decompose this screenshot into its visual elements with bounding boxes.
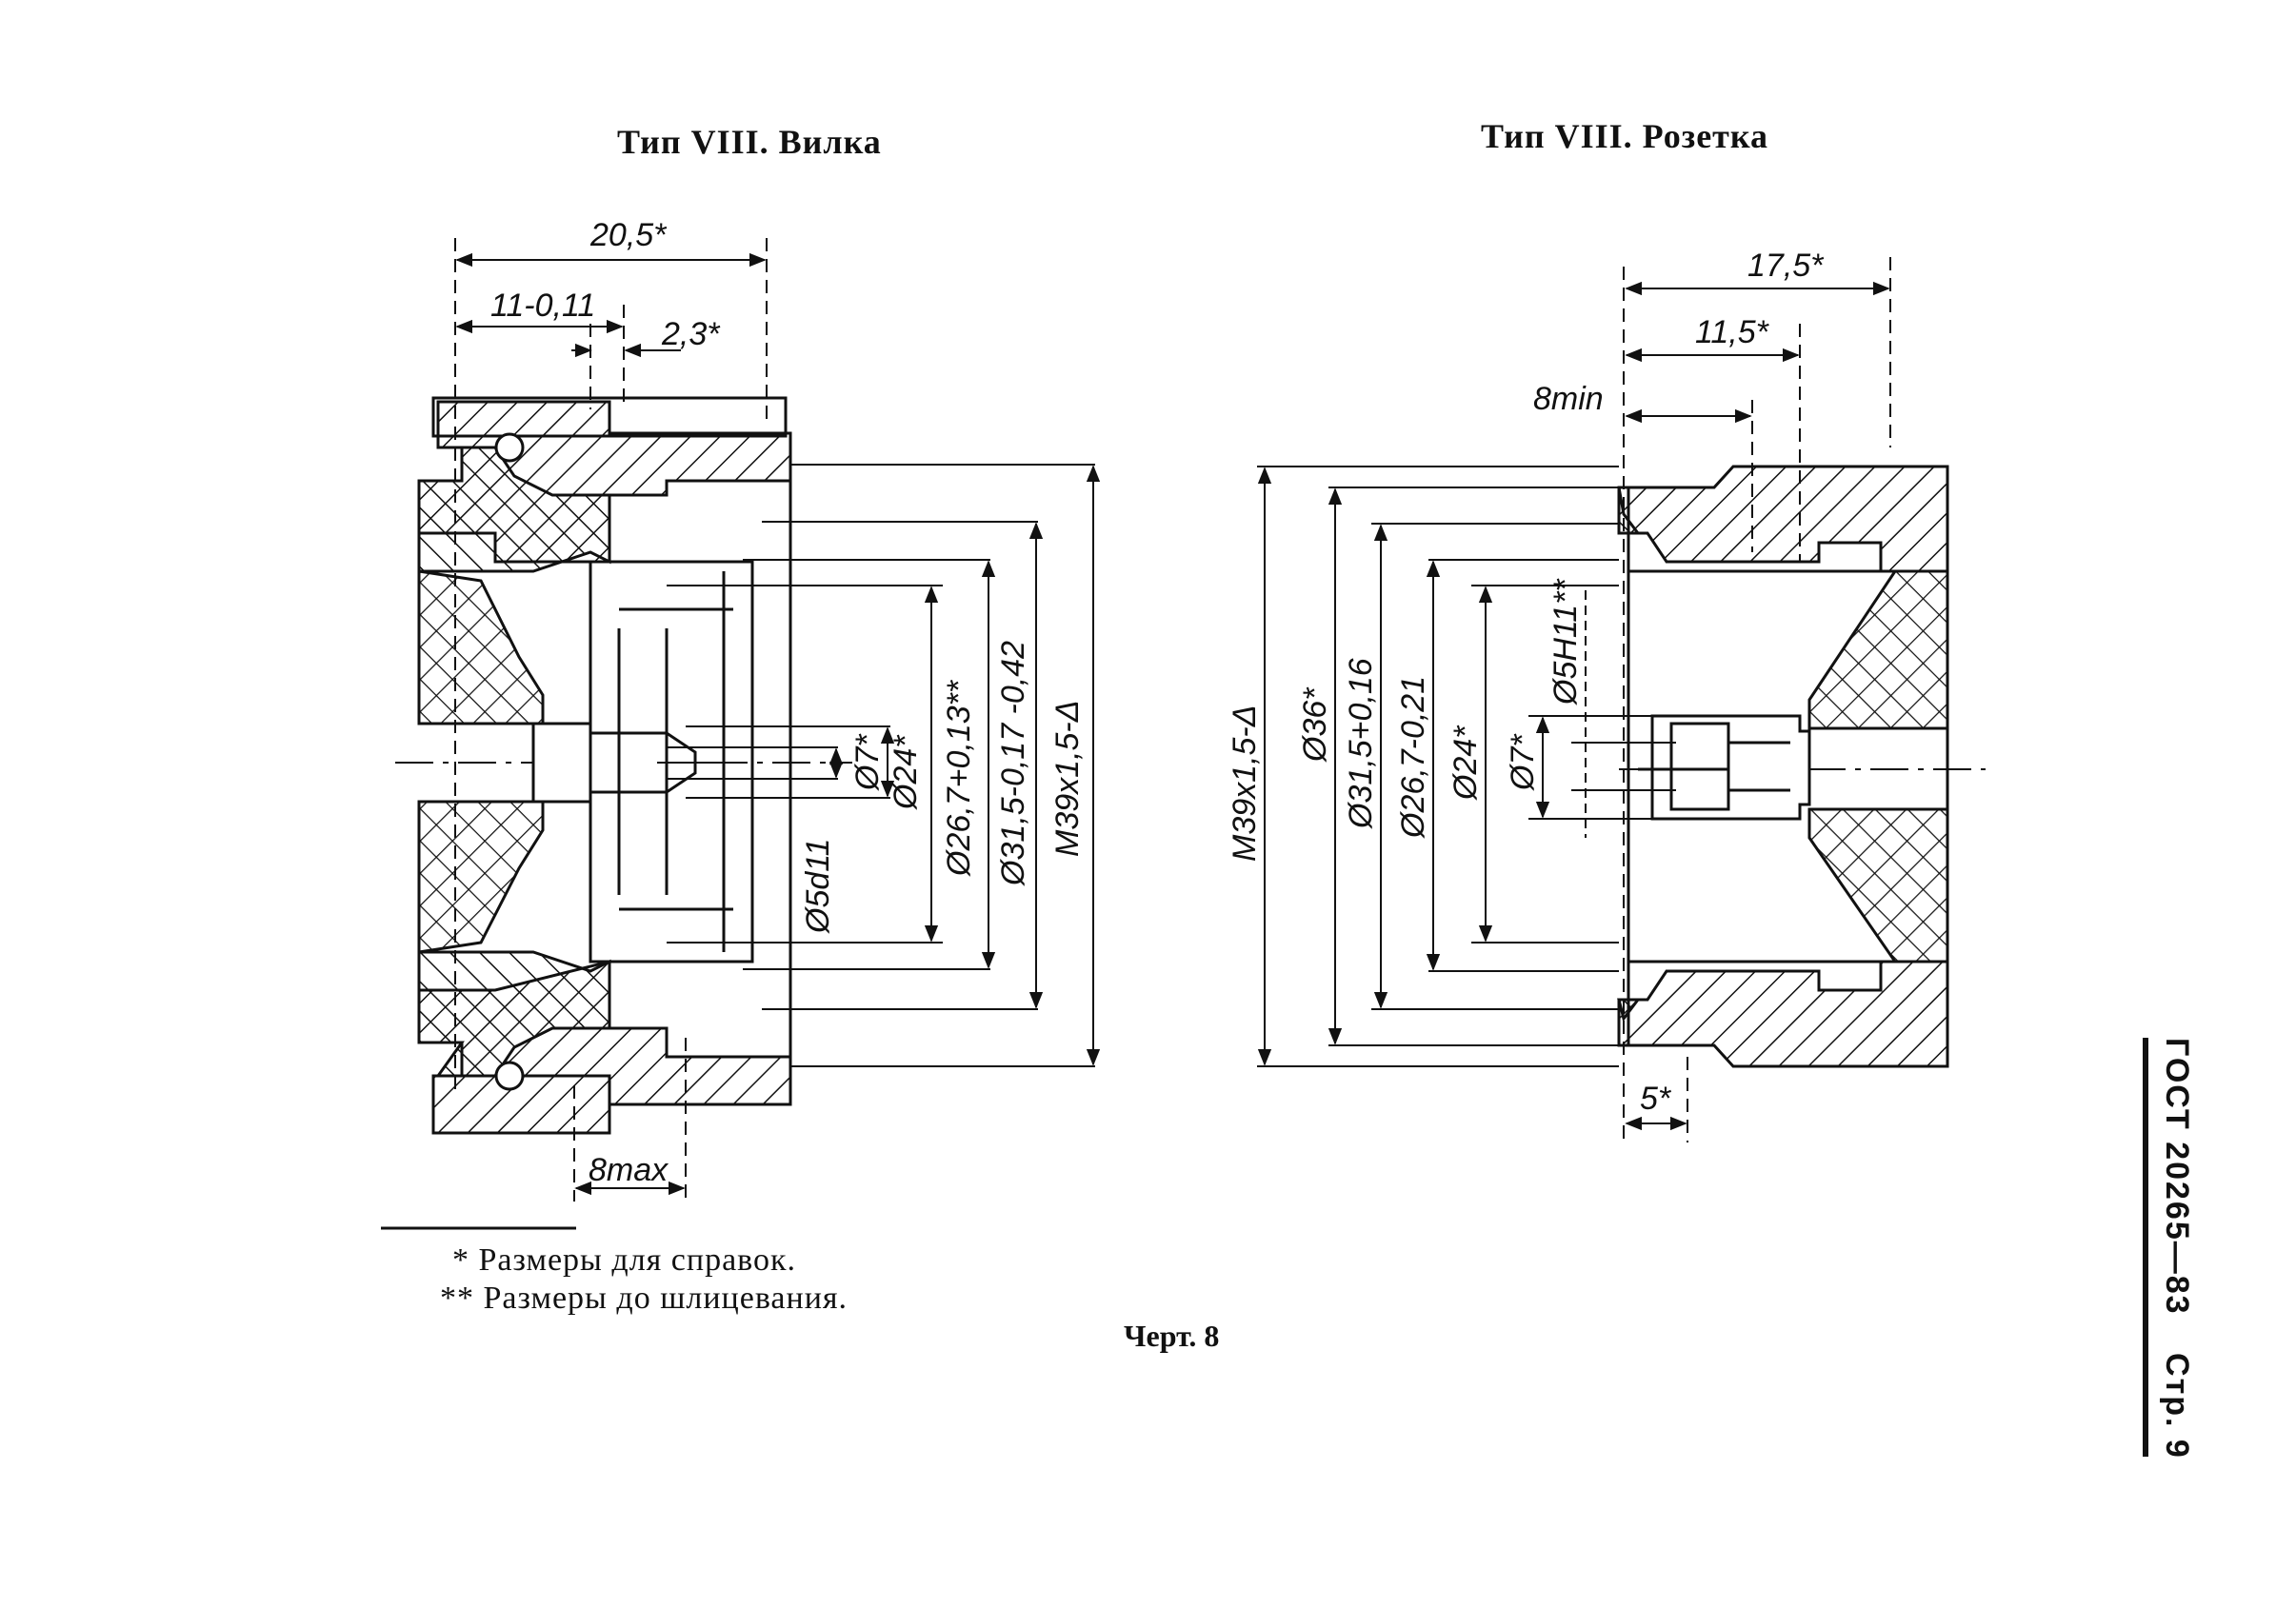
plug-dim-20-5: 20,5* bbox=[589, 217, 668, 253]
plug-dim-11: 11-0,11 bbox=[490, 288, 595, 324]
plug-dim-m39: M39x1,5-Δ bbox=[1049, 700, 1086, 857]
note-pre-slotting: ** Размеры до шлицевания. bbox=[440, 1281, 849, 1316]
plug-drawing bbox=[395, 238, 1101, 1202]
socket-dim-5: 5* bbox=[1640, 1081, 1672, 1117]
standard-number: ГОСТ 20265—83 bbox=[2159, 1038, 2195, 1316]
plug-dim-phi31-5: Ø31,5-0,17 -0,42 bbox=[995, 641, 1031, 886]
plug-dim-phi26-7: Ø26,7+0,13** bbox=[941, 679, 977, 877]
plug-dim-phi5d11: Ø5d11 bbox=[800, 838, 836, 934]
socket-dim-11-5: 11,5* bbox=[1695, 314, 1770, 350]
socket-title: Тип VIII. Розетка bbox=[1481, 117, 1769, 155]
socket-dim-m39: M39x1,5-Δ bbox=[1227, 705, 1263, 862]
socket-dim-phi26-7: Ø26,7-0,21 bbox=[1395, 676, 1431, 839]
side-rule bbox=[2143, 1038, 2148, 1457]
page-number: Стр. 9 bbox=[2159, 1353, 2195, 1460]
plug-title: Тип VIII. Вилка bbox=[617, 123, 882, 161]
socket-dim-phi5h11: Ø5H11** bbox=[1547, 578, 1584, 705]
socket-dim-phi24: Ø24* bbox=[1447, 725, 1484, 801]
socket-dim-phi31-5: Ø31,5+0,16 bbox=[1343, 658, 1379, 829]
plug-dim-2-3: 2,3* bbox=[661, 316, 721, 352]
plug-dim-8max: 8max bbox=[589, 1152, 669, 1188]
note-reference: * Размеры для справок. bbox=[452, 1242, 797, 1278]
plug-dim-phi24: Ø24* bbox=[888, 734, 924, 810]
figure-caption: Черт. 8 bbox=[1124, 1319, 1220, 1353]
socket-dim-17-5: 17,5* bbox=[1747, 248, 1825, 284]
side-header: ГОСТ 20265—83 Стр. 9 bbox=[2147, 1038, 2195, 1609]
socket-drawing bbox=[1257, 257, 1986, 1142]
socket-dim-8min: 8min bbox=[1533, 381, 1604, 417]
socket-dim-phi36: Ø36* bbox=[1297, 686, 1333, 763]
socket-dim-phi7: Ø7* bbox=[1505, 733, 1541, 791]
plug-dim-phi7: Ø7* bbox=[849, 733, 886, 791]
